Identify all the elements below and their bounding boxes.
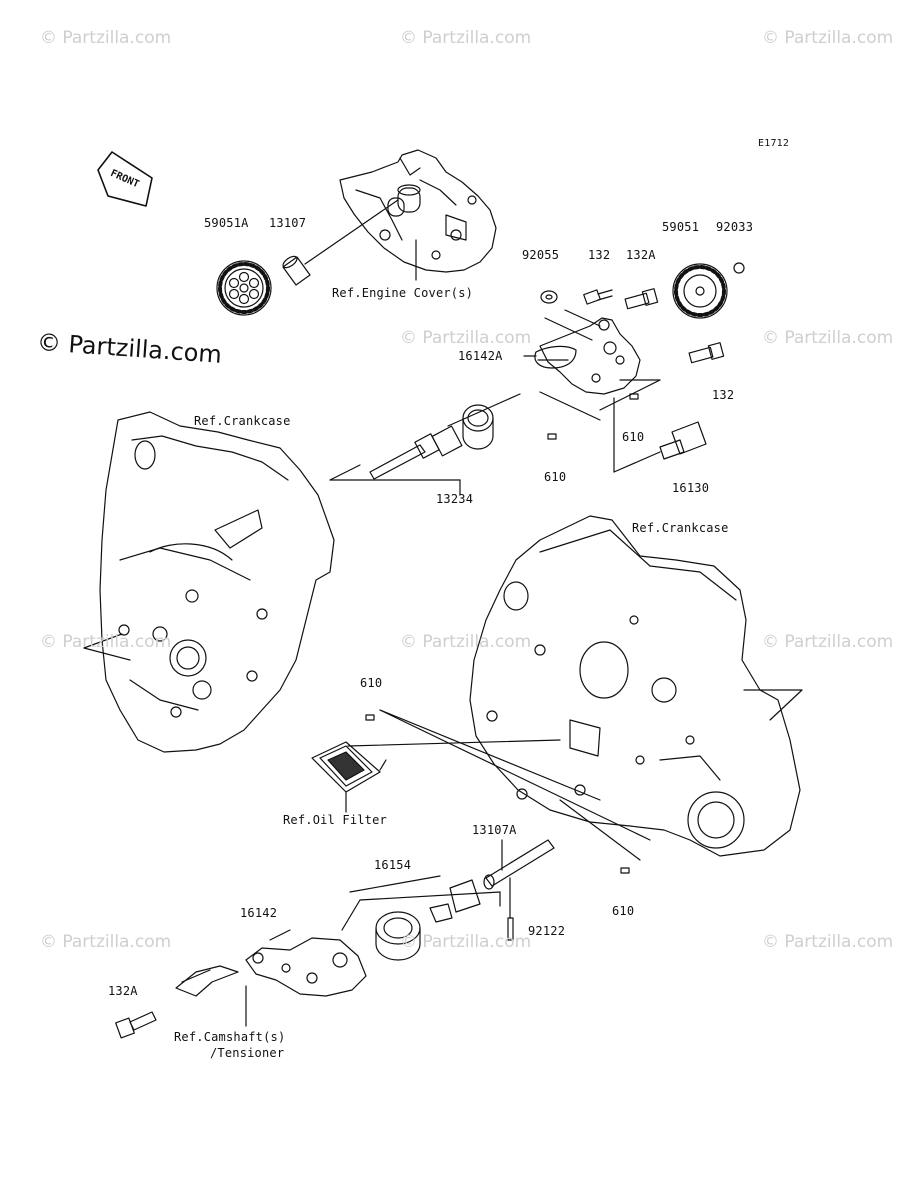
oil-pump-16142 xyxy=(245,929,367,997)
ref-label-crankcase-right: Ref.Crankcase xyxy=(632,521,729,535)
part-label-132[interactable]: 132 xyxy=(588,248,611,262)
pin-610-b-icon xyxy=(547,433,557,440)
part-label-59051A[interactable]: 59051A xyxy=(204,216,249,230)
part-label-132A-bottom[interactable]: 132A xyxy=(108,984,138,998)
bolt-132-right-icon xyxy=(688,342,725,364)
shaft-13107A-icon xyxy=(483,839,555,890)
pin-610-a-icon xyxy=(629,393,639,400)
sprocket-59051-icon xyxy=(672,263,728,319)
part-label-610[interactable]: 610 xyxy=(544,470,567,484)
camshaft-tensioner-ref xyxy=(175,965,239,997)
pin-610-c-icon xyxy=(365,714,375,721)
bolt-132A-icon xyxy=(624,288,659,310)
part-label-610[interactable]: 610 xyxy=(360,676,383,690)
relief-valve-16130-icon xyxy=(613,397,707,473)
watermark: © Partzilla.com xyxy=(762,932,894,952)
crankcase-left-ref xyxy=(83,411,335,753)
sprocket-59051A-icon xyxy=(216,260,272,316)
part-label-610[interactable]: 610 xyxy=(622,430,645,444)
part-label-16142[interactable]: 16142 xyxy=(240,906,278,920)
watermark: © Partzilla.com xyxy=(40,28,172,48)
bolt-132A-bottom-icon xyxy=(115,1011,157,1039)
pin-13107-icon xyxy=(282,199,399,286)
oil-pump-16142A xyxy=(523,309,661,421)
part-label-610[interactable]: 610 xyxy=(612,904,635,918)
crankcase-right-ref xyxy=(469,515,803,857)
ref-label-engine-cover: Ref.Engine Cover(s) xyxy=(332,286,474,300)
watermark: © Partzilla.com xyxy=(762,28,894,48)
pin-610-d-icon xyxy=(620,867,630,874)
part-label-13107A[interactable]: 13107A xyxy=(472,823,517,837)
part-label-92033[interactable]: 92033 xyxy=(716,220,754,234)
part-label-16154[interactable]: 16154 xyxy=(374,858,412,872)
shaft-13234-icon xyxy=(329,393,521,496)
rotor-16154-icon xyxy=(341,875,501,961)
ref-label-oil-filter: Ref.Oil Filter xyxy=(283,813,387,827)
watermark: © Partzilla.com xyxy=(40,932,172,952)
engine-cover-ref xyxy=(339,149,497,273)
watermark: © Partzilla.com xyxy=(400,28,532,48)
part-label-59051[interactable]: 59051 xyxy=(662,220,700,234)
part-label-132-right[interactable]: 132 xyxy=(712,388,735,402)
bolt-132-icon xyxy=(583,289,613,305)
part-label-13107[interactable]: 13107 xyxy=(269,216,307,230)
watermark: © Partzilla.com xyxy=(762,632,894,652)
watermark: © Partzilla.com xyxy=(762,328,894,348)
watermark: © Partzilla.com xyxy=(40,632,172,652)
part-label-16142A[interactable]: 16142A xyxy=(458,349,503,363)
ref-label-crankcase-left: Ref.Crankcase xyxy=(194,414,291,428)
watermark: © Partzilla.com xyxy=(400,328,532,348)
part-label-13234[interactable]: 13234 xyxy=(436,492,474,506)
circlip-92033-icon xyxy=(733,262,745,274)
part-label-92122[interactable]: 92122 xyxy=(528,924,566,938)
ref-label-camshaft: Ref.Camshaft(s) xyxy=(174,1030,286,1044)
part-label-132A[interactable]: 132A xyxy=(626,248,656,262)
ref-label-tensioner: /Tensioner xyxy=(210,1046,285,1060)
front-arrow-icon: FRONT xyxy=(97,151,153,207)
watermark: © Partzilla.com xyxy=(400,932,532,952)
watermark: © Partzilla.com xyxy=(400,632,532,652)
washer-92055-icon xyxy=(540,290,558,304)
part-label-16130[interactable]: 16130 xyxy=(672,481,710,495)
oil-filter-ref xyxy=(311,741,387,813)
part-label-92055[interactable]: 92055 xyxy=(522,248,560,262)
diagram-id: E1712 xyxy=(758,138,790,149)
